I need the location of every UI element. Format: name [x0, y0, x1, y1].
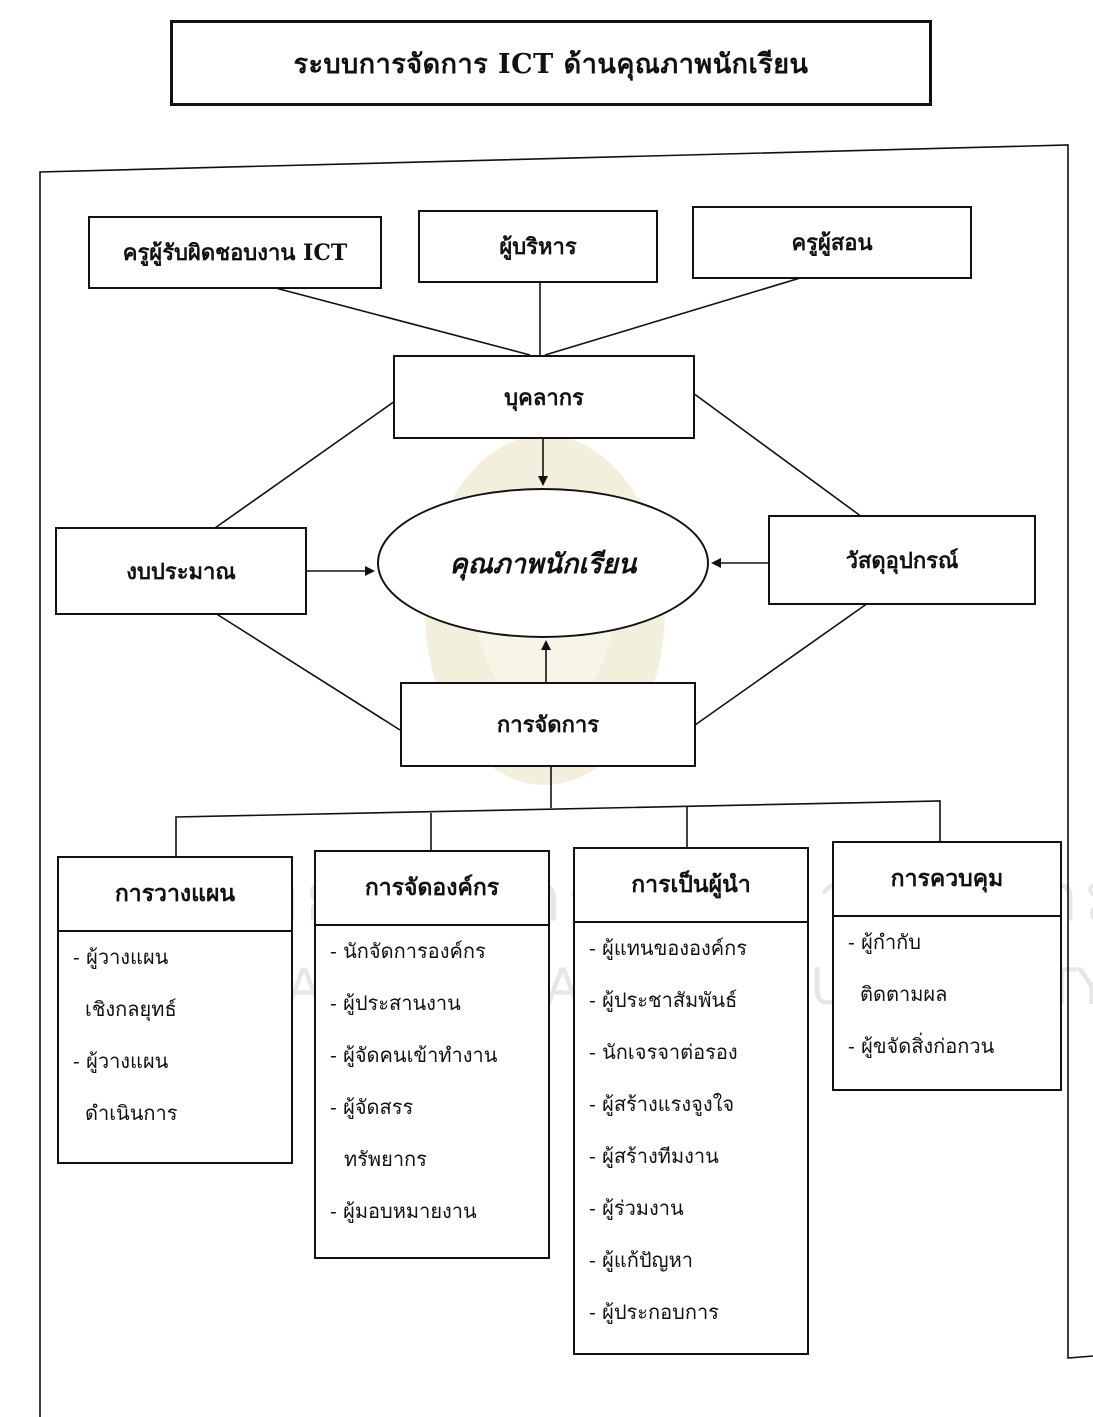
source-administrator-label: ผู้บริหาร [499, 234, 577, 260]
source-administrator: ผู้บริหาร [418, 210, 658, 283]
source-teacher: ครูผู้สอน [692, 206, 972, 279]
source-ict-teacher: ครูผู้รับผิดชอบงาน ICT [88, 216, 382, 289]
list-item: ทรัพยากร [344, 1147, 427, 1171]
list-item: - ผู้มอบหมายงาน [330, 1199, 477, 1223]
management-label: การจัดการ [496, 712, 600, 738]
list-item: ดำเนินการ [85, 1101, 178, 1125]
task-controlling-title: การควบคุม [834, 843, 1060, 917]
task-organizing-title: การจัดองค์กร [316, 852, 548, 926]
list-item: - ผู้แก้ปัญหา [589, 1248, 693, 1272]
task-organizing: การจัดองค์กร - นักจัดการองค์กร - ผู้ประส… [314, 850, 550, 1259]
list-item: - ผู้กำกับ [848, 930, 921, 954]
list-item: - ผู้ร่วมงาน [589, 1196, 684, 1220]
list-item: - ผู้วางแผน [73, 945, 169, 969]
list-item: - ผู้ขจัดสิ่งก่อกวน [848, 1034, 995, 1058]
materials-label: วัสดุอุปกรณ์ [845, 547, 959, 574]
task-planning-list: - ผู้วางแผน เชิงกลยุทธ์ - ผู้วางแผน ดำเน… [59, 932, 291, 1126]
list-item: - ผู้จัดคนเข้าทำงาน [330, 1043, 498, 1067]
list-item: - ผู้แทนขององค์กร [589, 936, 748, 960]
materials-box: วัสดุอุปกรณ์ [768, 515, 1036, 605]
list-item: - ผู้จัดสรร [330, 1095, 414, 1119]
task-planning: การวางแผน - ผู้วางแผน เชิงกลยุทธ์ - ผู้ว… [57, 856, 293, 1164]
source-teacher-label: ครูผู้สอน [791, 230, 873, 256]
task-planning-title: การวางแผน [59, 858, 291, 932]
task-controlling: การควบคุม - ผู้กำกับ ติดตามผล - ผู้ขจัดส… [832, 841, 1062, 1091]
list-item: - ผู้สร้างทีมงาน [589, 1144, 719, 1168]
list-item: - ผู้ประกอบการ [589, 1300, 719, 1324]
title-box: ระบบการจัดการ ICT ด้านคุณภาพนักเรียน [170, 20, 932, 106]
list-item: - นักจัดการองค์กร [330, 939, 486, 963]
task-leading: การเป็นผู้นำ - ผู้แทนขององค์กร - ผู้ประช… [573, 847, 809, 1355]
budget-label: งบประมาณ [126, 558, 236, 585]
management-box: การจัดการ [400, 682, 696, 767]
diagram-title: ระบบการจัดการ ICT ด้านคุณภาพนักเรียน [293, 48, 809, 80]
personnel-box: บุคลากร [393, 355, 695, 439]
task-leading-list: - ผู้แทนขององค์กร - ผู้ประชาสัมพันธ์ - น… [575, 923, 807, 1325]
list-item: - นักเจรจาต่อรอง [589, 1040, 738, 1064]
student-quality-node: คุณภาพนักเรียน [377, 488, 709, 638]
list-item: - ผู้วางแผน [73, 1049, 169, 1073]
list-item: - ผู้สร้างแรงจูงใจ [589, 1092, 735, 1116]
list-item: เชิงกลยุทธ์ [85, 997, 177, 1021]
task-controlling-list: - ผู้กำกับ ติดตามผล - ผู้ขจัดสิ่งก่อกวน [834, 917, 1060, 1059]
student-quality-label: คุณภาพนักเรียน [449, 548, 637, 580]
task-leading-title: การเป็นผู้นำ [575, 849, 807, 923]
list-item: ติดตามผล [860, 982, 948, 1006]
budget-box: งบประมาณ [55, 527, 307, 615]
task-organizing-list: - นักจัดการองค์กร - ผู้ประสานงาน - ผู้จั… [316, 926, 548, 1224]
source-ict-teacher-label: ครูผู้รับผิดชอบงาน ICT [122, 240, 348, 266]
list-item: - ผู้ประสานงาน [330, 991, 461, 1015]
personnel-label: บุคลากร [504, 384, 584, 411]
list-item: - ผู้ประชาสัมพันธ์ [589, 988, 738, 1012]
